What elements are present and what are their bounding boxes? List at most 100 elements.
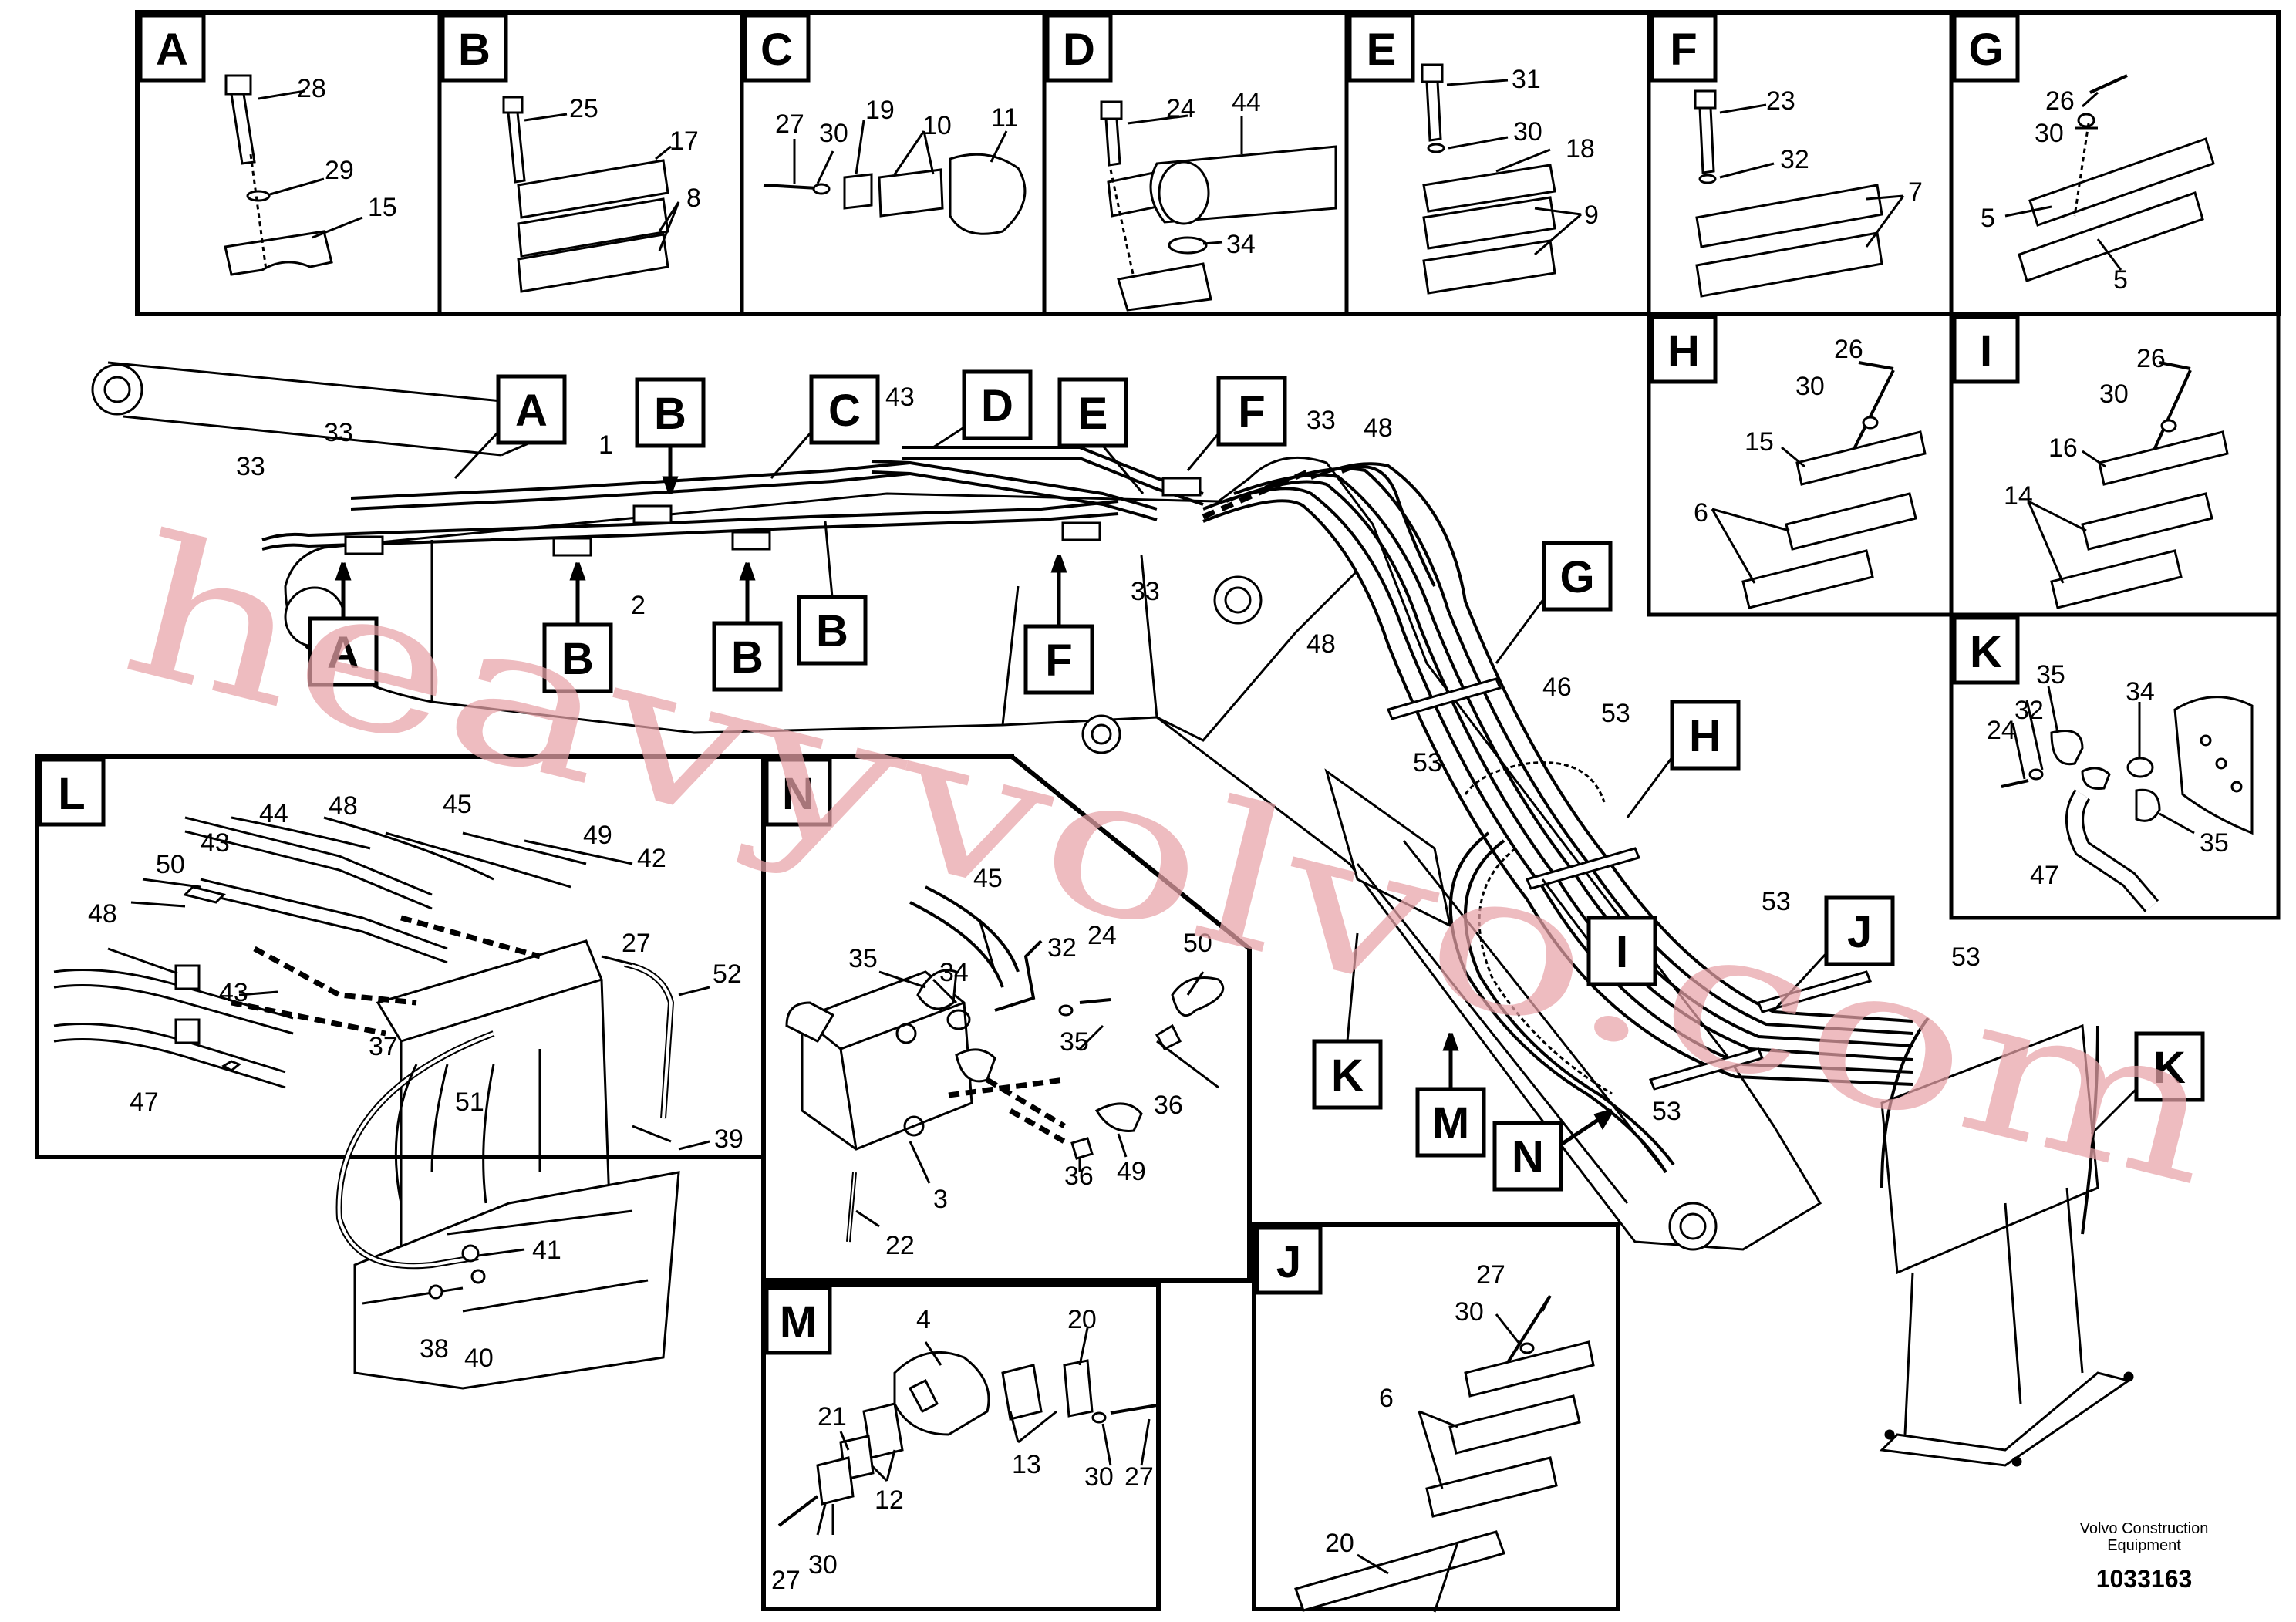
- part-num: 26: [2136, 344, 2166, 373]
- part-num: 43: [219, 978, 248, 1007]
- part-num: 45: [443, 790, 472, 819]
- callout-J-text: J: [1847, 907, 1872, 957]
- part-num: 32: [1047, 933, 1077, 963]
- doc-number: 1033163: [2096, 1565, 2193, 1593]
- part-num: 33: [324, 418, 353, 447]
- part-num: 3: [933, 1185, 948, 1214]
- callout-F-top: F: [1186, 376, 1287, 471]
- credit-line1: Volvo Construction: [2080, 1520, 2209, 1537]
- tab-K: K: [1952, 615, 2020, 685]
- part-num: 24: [1166, 94, 1195, 123]
- callout-K-left-text: K: [1331, 1050, 1364, 1101]
- tab-L: L: [38, 757, 106, 827]
- part-num: 53: [1951, 943, 1981, 972]
- part-num: 22: [885, 1231, 915, 1260]
- part-num: 7: [1908, 177, 1923, 207]
- boom-assembly: [91, 361, 2134, 1467]
- detail-F-drawing: [1694, 89, 1905, 298]
- part-num: 27: [622, 929, 651, 958]
- callout-A-bottom: A: [308, 562, 379, 687]
- part-num: 11: [991, 103, 1018, 133]
- part-num: 14: [2004, 481, 2033, 511]
- part-num: 5: [1981, 204, 1995, 233]
- callout-F-bottom-text: F: [1045, 636, 1072, 686]
- tab-D-letter: D: [1063, 25, 1095, 75]
- detail-box-row: [135, 10, 2281, 920]
- tab-E: E: [1347, 13, 1415, 83]
- callout-A-top: A: [453, 374, 567, 480]
- credit-block: Volvo Construction Equipment 1033163: [2080, 1520, 2209, 1593]
- callout-J: J: [1772, 895, 1895, 1012]
- part-num: 24: [1987, 716, 2016, 745]
- callout-D-text: D: [981, 381, 1013, 431]
- part-num: 2: [631, 591, 646, 620]
- part-num: 34: [1226, 230, 1256, 259]
- part-num: 30: [808, 1550, 838, 1580]
- part-num: 53: [1762, 887, 1791, 916]
- callout-B-bottom-3: B: [797, 521, 868, 666]
- callout-B-bottom-3-text: B: [816, 606, 848, 656]
- detail-J: [1252, 1222, 1620, 1613]
- part-num: 12: [875, 1485, 904, 1515]
- tab-D: D: [1045, 13, 1113, 83]
- part-num: 39: [714, 1125, 743, 1154]
- part-num: 33: [1306, 406, 1336, 435]
- part-num: 43: [201, 828, 230, 858]
- part-num: 6: [1694, 498, 1708, 528]
- tab-J-letter: J: [1276, 1237, 1301, 1287]
- tab-C: C: [743, 13, 811, 83]
- part-num: 26: [2045, 86, 2075, 116]
- detail-A-drawing: [224, 74, 363, 276]
- tab-J: J: [1255, 1226, 1323, 1295]
- part-num: 41: [532, 1236, 561, 1265]
- tab-M-letter: M: [780, 1297, 817, 1347]
- part-num: 27: [1476, 1260, 1505, 1290]
- tab-M: M: [764, 1286, 832, 1355]
- callout-B-bottom-2-text: B: [731, 632, 764, 683]
- part-num: 53: [1413, 748, 1442, 777]
- tab-G: G: [1952, 13, 2020, 83]
- part-num: 44: [1232, 88, 1261, 117]
- part-num: 38: [420, 1334, 449, 1364]
- callout-B-top: B: [635, 377, 706, 494]
- callout-B-top-text: B: [654, 389, 686, 439]
- main-callouts: A A B B B B C D E F F G H I J K K M N: [308, 369, 2205, 1192]
- callout-B-bottom-2: B: [712, 562, 783, 692]
- tab-N-letter: N: [782, 769, 814, 819]
- callout-K-right-text: K: [2153, 1043, 2186, 1093]
- tab-B-letter: B: [458, 25, 491, 75]
- part-num: 25: [569, 94, 598, 123]
- part-num: 51: [455, 1088, 484, 1117]
- detail-D-drawing: [1100, 100, 1337, 312]
- detail-K-drawing: [2001, 686, 2254, 912]
- callout-A-bottom-text: A: [327, 628, 359, 678]
- part-num: 26: [1834, 335, 1863, 364]
- tab-I-letter: I: [1980, 326, 1992, 376]
- part-num: 42: [637, 844, 666, 873]
- part-num: 35: [1060, 1027, 1089, 1057]
- tab-G-letter: G: [1968, 25, 2003, 75]
- part-num: 53: [1652, 1097, 1681, 1126]
- callout-H: H: [1626, 700, 1741, 818]
- part-num: 27: [775, 110, 804, 139]
- part-num: 35: [2200, 828, 2229, 858]
- part-num: 47: [130, 1088, 159, 1117]
- part-num: 37: [369, 1032, 398, 1061]
- callout-A-top-text: A: [515, 386, 548, 436]
- detail-N: [761, 754, 1252, 1283]
- part-num: 44: [259, 799, 288, 828]
- part-num: 50: [156, 850, 185, 879]
- detail-G-drawing: [2004, 74, 2215, 282]
- part-num: 4: [916, 1305, 931, 1334]
- callout-G-text: G: [1559, 552, 1594, 602]
- part-num: 30: [1795, 372, 1825, 401]
- callout-C-text: C: [828, 386, 861, 436]
- part-number-labels: 28 29 15 25 17 8 27 30 19 10 11 24 44 34…: [88, 65, 2229, 1595]
- part-num: 35: [848, 944, 878, 973]
- detail-B-drawing: [502, 96, 680, 293]
- part-num: 27: [1124, 1462, 1154, 1492]
- detail-H-drawing: [1711, 361, 1927, 609]
- part-num: 18: [1566, 134, 1595, 164]
- part-num: 35: [2036, 660, 2065, 690]
